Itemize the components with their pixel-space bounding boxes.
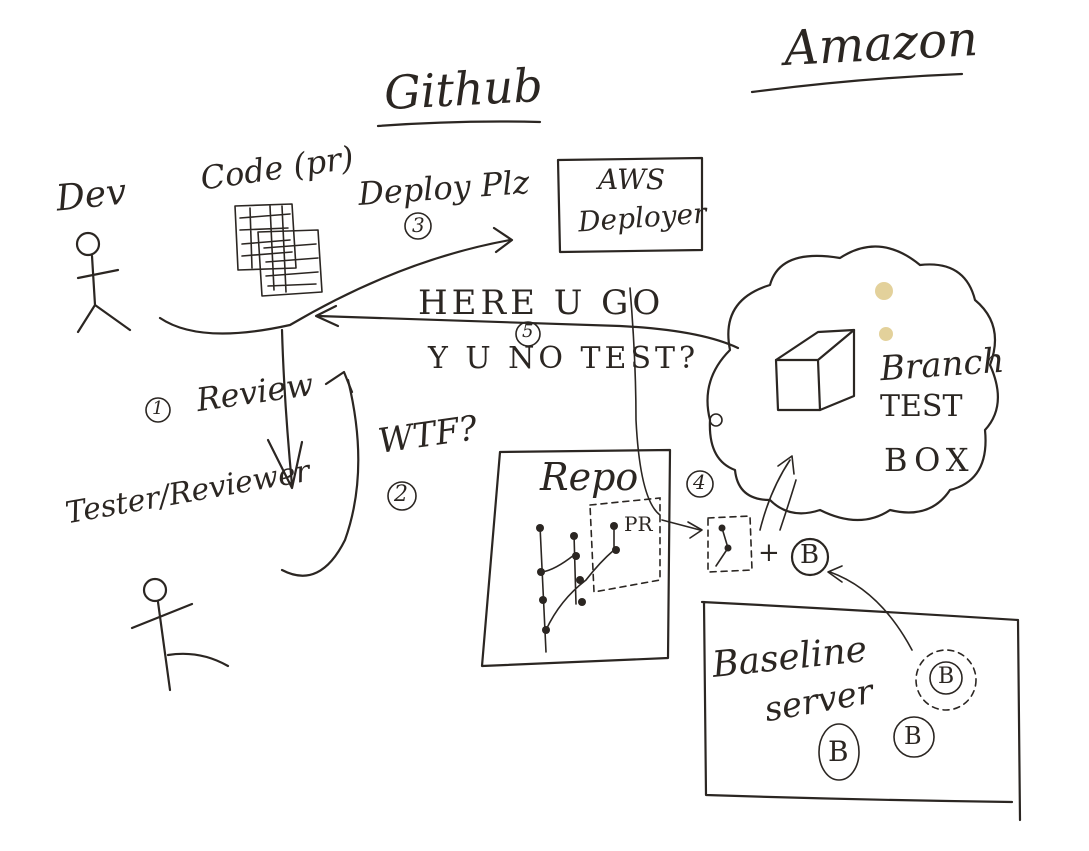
baseline-marker-dashed-circle (915, 649, 977, 711)
deploy-request-arrow (158, 238, 512, 335)
aws-deployer-line1: AWS (598, 163, 666, 196)
repo-box (480, 448, 672, 668)
coffee-stain (875, 282, 893, 300)
branch-baseline-marker: B (800, 540, 820, 570)
code-document (234, 203, 323, 297)
step-5-circle (515, 321, 541, 347)
step-1-number: 1 (152, 398, 164, 419)
step-5-label-bottom: Y U NO TEST? (428, 341, 700, 376)
pr-label: PR (624, 512, 653, 536)
repo-label: Repo (540, 455, 639, 499)
baseline-to-branch-arrow (829, 571, 913, 651)
baseline-marker-circle (790, 537, 830, 577)
step-4-circle (686, 470, 714, 498)
dev-label: Dev (53, 171, 129, 220)
pr-extract-arrowhead (687, 521, 703, 539)
wtf-arrowhead (324, 370, 354, 394)
review-arrow (280, 328, 294, 487)
step-2-number: 2 (394, 482, 408, 507)
amazon-underline (750, 72, 964, 94)
baseline-marker: B (828, 735, 849, 768)
git-tree (536, 497, 661, 653)
aws-deployer-box (556, 156, 704, 254)
step-2-circle (387, 481, 417, 511)
baseline-server-box (700, 600, 1022, 822)
baseline-marker: B (938, 664, 955, 689)
pr-extract-arrow (661, 519, 701, 531)
branch-test-box-line2: TEST (880, 389, 963, 424)
step-1-circle (145, 397, 171, 423)
baseline-marker-circle (929, 661, 963, 695)
step-3-circle (404, 212, 432, 240)
github-heading: Github (382, 57, 544, 121)
step-3-number: 3 (412, 213, 425, 237)
pr-dashed-region (589, 497, 661, 593)
branch-test-box-line1: Branch (878, 340, 1006, 390)
return-arrowhead (314, 304, 340, 328)
deploy-request-arrowhead (492, 226, 514, 254)
branch-test-box-line3: BOX (884, 441, 975, 479)
review-arrowhead (266, 438, 304, 490)
wtf-arrow (280, 378, 360, 577)
return-arrow (316, 314, 740, 350)
coffee-stain (879, 327, 893, 341)
github-underline (376, 120, 542, 128)
baseline-marker-circle (818, 723, 860, 781)
step-5-label-top: HERE U GO (418, 283, 665, 323)
branch-test-box-cloud (706, 245, 999, 521)
baseline-marker-circle (893, 716, 935, 758)
amazon-heading: Amazon (782, 10, 980, 78)
to-cloud-arrow (759, 459, 791, 531)
baseline-marker: B (904, 722, 922, 750)
step-5-number: 5 (522, 321, 534, 342)
tester-figure (130, 577, 230, 692)
dev-figure (75, 231, 132, 334)
cube-icon (774, 328, 856, 412)
plus-sign: + (758, 538, 780, 568)
extracted-branch-box (707, 515, 753, 573)
step-4-number: 4 (693, 470, 706, 494)
